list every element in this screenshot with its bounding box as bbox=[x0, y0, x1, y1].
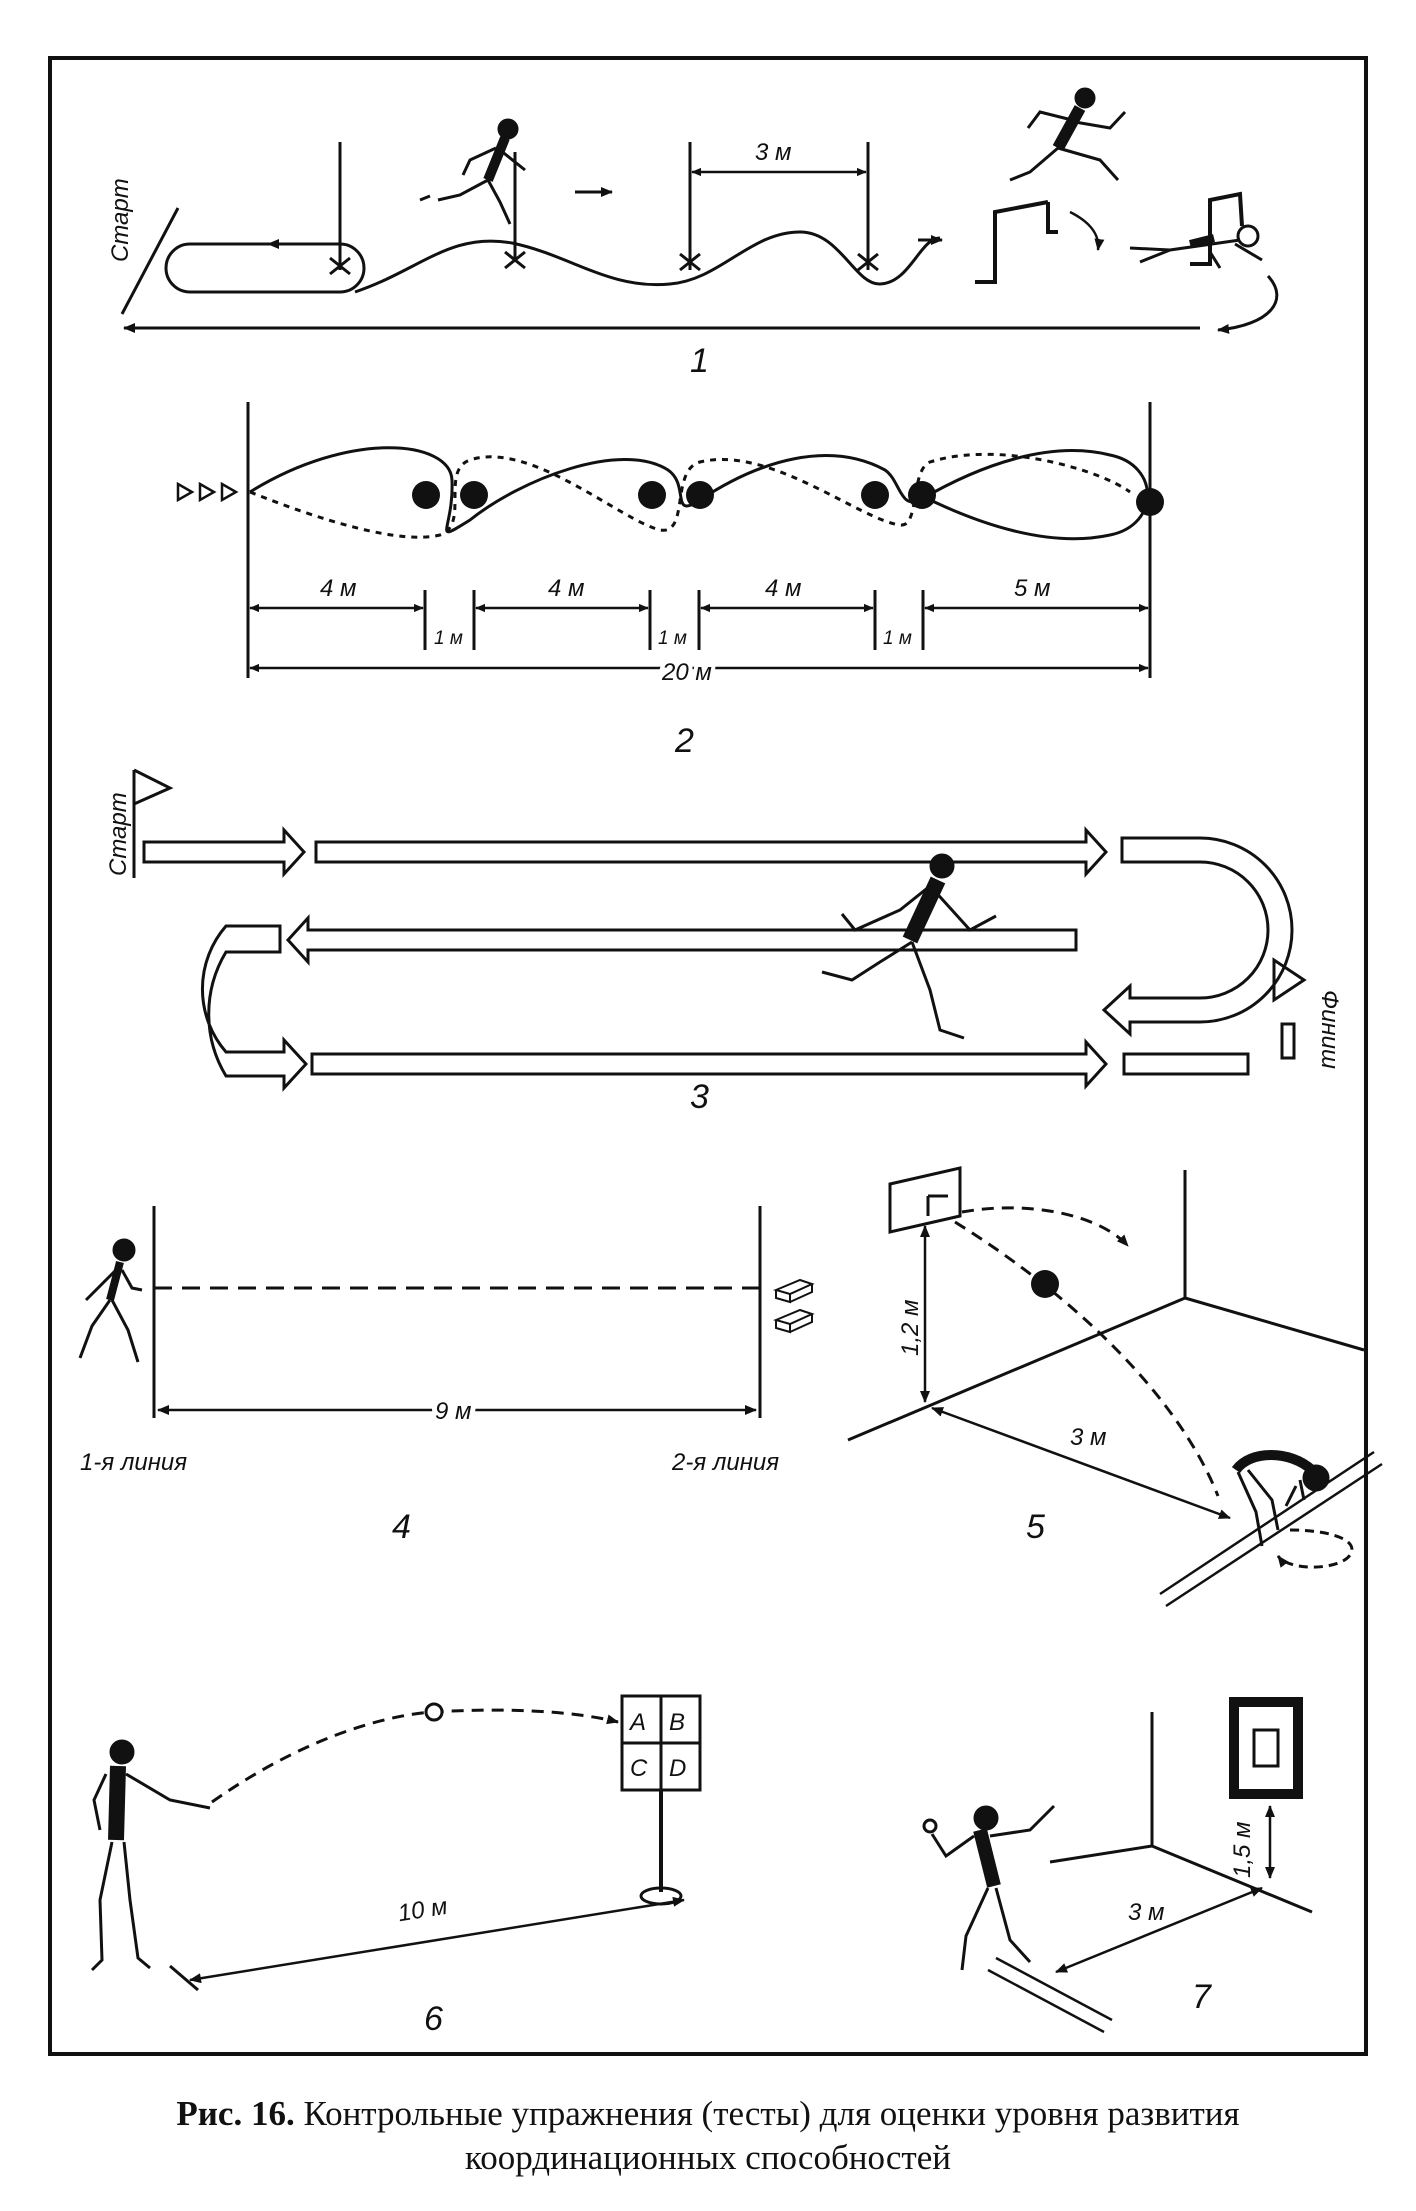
throw-trajectory bbox=[954, 1220, 1220, 1497]
target-cell-D: D bbox=[669, 1755, 686, 1782]
panel-7-height: 1,5 м bbox=[1229, 1822, 1256, 1878]
blocks-icon bbox=[772, 1278, 815, 1334]
figure-caption-text: Контрольные упражнения (тесты) для оценк… bbox=[303, 2094, 1240, 2177]
panel-3-number: 3 bbox=[690, 1078, 709, 1116]
markers bbox=[412, 481, 1164, 516]
figure-frame bbox=[48, 56, 1368, 2056]
panel-5 bbox=[847, 1166, 1383, 1608]
target-cell-A: A bbox=[628, 1709, 646, 1736]
panel-3-start-label: Старт bbox=[105, 792, 132, 876]
target-cell-B: B bbox=[669, 1709, 685, 1736]
distance-arrow-6 bbox=[189, 1896, 685, 1984]
slalom-path bbox=[354, 230, 941, 294]
catcher-figure bbox=[1231, 1450, 1330, 1547]
shuttle-loop bbox=[164, 242, 366, 294]
thrower-figure-7 bbox=[922, 1804, 1056, 1971]
hurdle-1 bbox=[975, 200, 1049, 284]
line-2-label: 2-я линия bbox=[671, 1449, 779, 1476]
seg-label-2: 1 м bbox=[434, 628, 463, 649]
hurdler-figure bbox=[1009, 87, 1127, 182]
arrow-row2 bbox=[285, 914, 1078, 966]
rebound-arc bbox=[961, 1206, 1130, 1248]
distance-dimension-7 bbox=[1055, 1886, 1263, 1974]
runner-figure bbox=[419, 118, 526, 225]
finish-flag bbox=[1272, 957, 1307, 1003]
panel-4 bbox=[78, 1206, 815, 1418]
panel-5-height: 1,2 м bbox=[897, 1300, 924, 1356]
seg-label-4: 1 м bbox=[658, 628, 687, 649]
seg-label-5: 4 м bbox=[765, 575, 801, 602]
total-label: 20 м bbox=[661, 659, 712, 686]
panel-7 bbox=[922, 1697, 1313, 2034]
runner-figure-4 bbox=[78, 1238, 143, 1363]
panel-5-distance: 3 м bbox=[1070, 1424, 1106, 1451]
panel-5-number: 5 bbox=[1026, 1508, 1045, 1546]
start-triangles bbox=[176, 481, 239, 503]
line-1-label: 1-я линия bbox=[80, 1449, 187, 1476]
roll-arrow bbox=[1217, 274, 1279, 334]
panel-1 bbox=[120, 87, 1279, 334]
dotted-run-path bbox=[249, 452, 1131, 539]
panel-1-number: 1 bbox=[690, 342, 709, 380]
target-cell-C: C bbox=[630, 1755, 648, 1782]
start-flag bbox=[133, 768, 174, 806]
seg-label-3: 4 м bbox=[548, 575, 584, 602]
turn-arrow bbox=[1276, 1528, 1354, 1569]
arrow-row3 bbox=[310, 1038, 1109, 1090]
arrow-row1-a bbox=[142, 826, 307, 878]
u-turn-right bbox=[1101, 836, 1294, 1038]
seg-label-7: 5 м bbox=[1014, 575, 1050, 602]
panel-6 bbox=[90, 1694, 702, 1992]
figure-number: Рис. 16. bbox=[176, 2094, 295, 2133]
start-line bbox=[120, 207, 180, 315]
seg-label-6: 1 м bbox=[883, 628, 912, 649]
figure-caption: Рис. 16. Контрольные упражнения (тесты) … bbox=[40, 2092, 1376, 2180]
target-7 bbox=[1229, 1697, 1303, 1799]
panel-7-distance: 3 м bbox=[1128, 1899, 1164, 1926]
panel-7-number: 7 bbox=[1192, 1978, 1212, 2016]
target-board bbox=[888, 1166, 962, 1234]
finish-bar bbox=[1122, 1052, 1250, 1076]
floor-strip-7 bbox=[987, 1956, 1113, 2034]
throw-arc-6 bbox=[211, 1708, 619, 1804]
thrower-figure bbox=[90, 1739, 211, 1972]
crawler-figure bbox=[1129, 224, 1263, 269]
panel-6-number: 6 bbox=[424, 2000, 443, 2038]
hurdle-2 bbox=[1190, 191, 1244, 266]
panel-6-distance: 10 м bbox=[396, 1893, 449, 1927]
panel-4-distance: 9 м bbox=[435, 1398, 471, 1425]
panel-3-finish-label: Финиш bbox=[1316, 990, 1343, 1069]
hurdle-arrow bbox=[1069, 210, 1105, 251]
floor-strip bbox=[1159, 1450, 1383, 1608]
sprinter-figure bbox=[821, 853, 997, 1040]
panel-1-start-label: Старт bbox=[107, 178, 134, 262]
ball-5 bbox=[1031, 1270, 1059, 1298]
seg-label-1: 4 м bbox=[320, 575, 356, 602]
u-turn-left bbox=[201, 924, 309, 1092]
hurdle-1-leg bbox=[1046, 202, 1058, 234]
ball-6 bbox=[424, 1702, 444, 1722]
panel-1-gap-label: 3 м bbox=[755, 139, 791, 166]
panel-3 bbox=[132, 768, 1307, 1092]
distance-dimension-5 bbox=[931, 1406, 1231, 1520]
panel-2-number: 2 bbox=[674, 722, 694, 760]
panel-2 bbox=[176, 402, 1164, 678]
panel-4-number: 4 bbox=[392, 1508, 411, 1546]
arrow-row1-b bbox=[314, 826, 1109, 878]
